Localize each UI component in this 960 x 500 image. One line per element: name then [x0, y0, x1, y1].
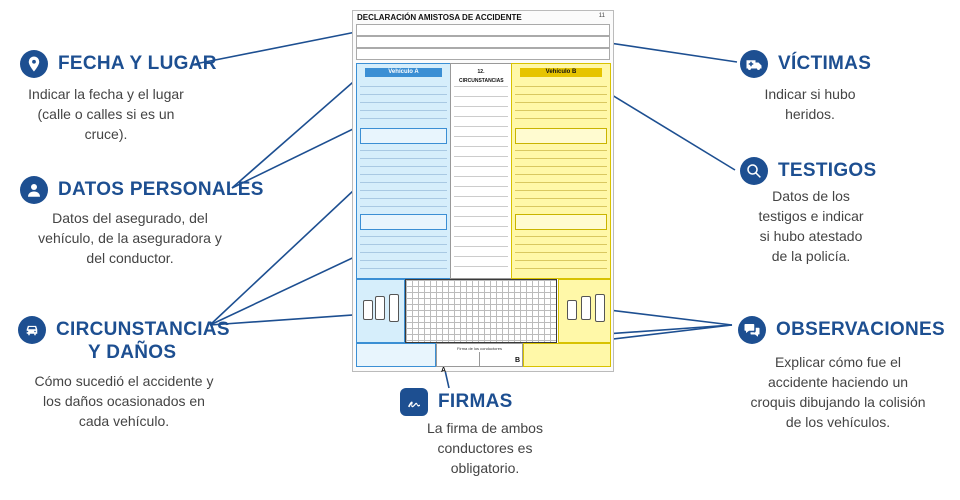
signature-box: Firma de los conductores	[436, 343, 523, 367]
signature-letter-a: A	[441, 367, 447, 374]
fecha-desc: Indicar la fecha y el lugar (calle o cal…	[28, 86, 184, 142]
location-pin-icon	[20, 50, 48, 78]
car-outline-icon	[375, 296, 385, 320]
label-fecha-lugar: FECHA Y LUGAR	[20, 50, 217, 78]
label-circunstancias: CIRCUNSTANCIAS	[18, 316, 230, 344]
vehicle-a-header: Vehículo A	[365, 68, 442, 77]
victimas-desc: Indicar si hubo heridos.	[764, 86, 856, 122]
sketch-grid	[405, 279, 557, 343]
observations-a-box	[356, 343, 436, 367]
form-strip-date	[356, 24, 610, 36]
circ-title-2: Y DAÑOS	[88, 342, 177, 363]
chat-bubbles-icon	[738, 316, 766, 344]
testigos-title: TESTIGOS	[778, 160, 877, 181]
circumstances-header: 12. CIRCUNSTANCIAS	[459, 68, 504, 84]
fecha-title: FECHA Y LUGAR	[58, 53, 217, 74]
car-outline-icon	[595, 294, 605, 322]
vehicle-a-column: Vehículo A	[356, 63, 451, 279]
car-crash-icon	[18, 316, 46, 344]
signature-icon	[400, 388, 428, 416]
car-outline-icon	[567, 300, 577, 320]
form-number: 11	[598, 13, 605, 19]
obs-desc: Explicar cómo fue el accidente haciendo …	[750, 354, 926, 430]
label-testigos: TESTIGOS	[740, 157, 876, 185]
form-strip-witnesses	[356, 48, 610, 60]
impact-point-a	[356, 279, 405, 343]
line-fecha	[194, 31, 357, 65]
ambulance-icon	[740, 50, 768, 78]
vehicle-b-column: Vehículo B	[511, 63, 611, 279]
car-outline-icon	[389, 294, 399, 322]
label-victimas: VÍCTIMAS	[740, 50, 871, 78]
circumstances-column: 12. CIRCUNSTANCIAS	[450, 63, 512, 279]
firmas-desc: La firma de ambos conductores es obligat…	[427, 420, 543, 476]
testigos-desc: Datos de los testigos e indicar si hubo …	[758, 188, 864, 264]
label-observaciones: OBSERVACIONES	[738, 316, 945, 344]
signature-caption: Firma de los conductores	[457, 346, 502, 351]
signature-letter-b: B	[515, 357, 521, 364]
impact-point-b	[558, 279, 611, 343]
vehicle-b-header: Vehículo B	[520, 68, 602, 77]
datos-desc: Datos del asegurado, del vehículo, de la…	[38, 210, 222, 266]
magnifier-icon	[740, 157, 768, 185]
form-title: DECLARACIÓN AMISTOSA DE ACCIDENTE	[357, 13, 522, 22]
victimas-title: VÍCTIMAS	[778, 53, 872, 74]
accident-report-form: DECLARACIÓN AMISTOSA DE ACCIDENTE 11 Veh…	[352, 10, 614, 374]
circ-desc: Cómo sucedió el accidente y los daños oc…	[34, 373, 214, 429]
datos-title: DATOS PERSONALES	[58, 179, 264, 200]
car-outline-icon	[581, 296, 591, 320]
label-datos-personales: DATOS PERSONALES	[20, 176, 264, 204]
label-firmas: FIRMAS	[400, 388, 513, 416]
obs-title: OBSERVACIONES	[776, 319, 945, 340]
circ-title-1: CIRCUNSTANCIAS	[56, 319, 230, 340]
observations-b-box	[523, 343, 611, 367]
firmas-title: FIRMAS	[438, 391, 513, 412]
car-outline-icon	[363, 300, 373, 320]
person-icon	[20, 176, 48, 204]
form-strip-damage	[356, 36, 610, 48]
